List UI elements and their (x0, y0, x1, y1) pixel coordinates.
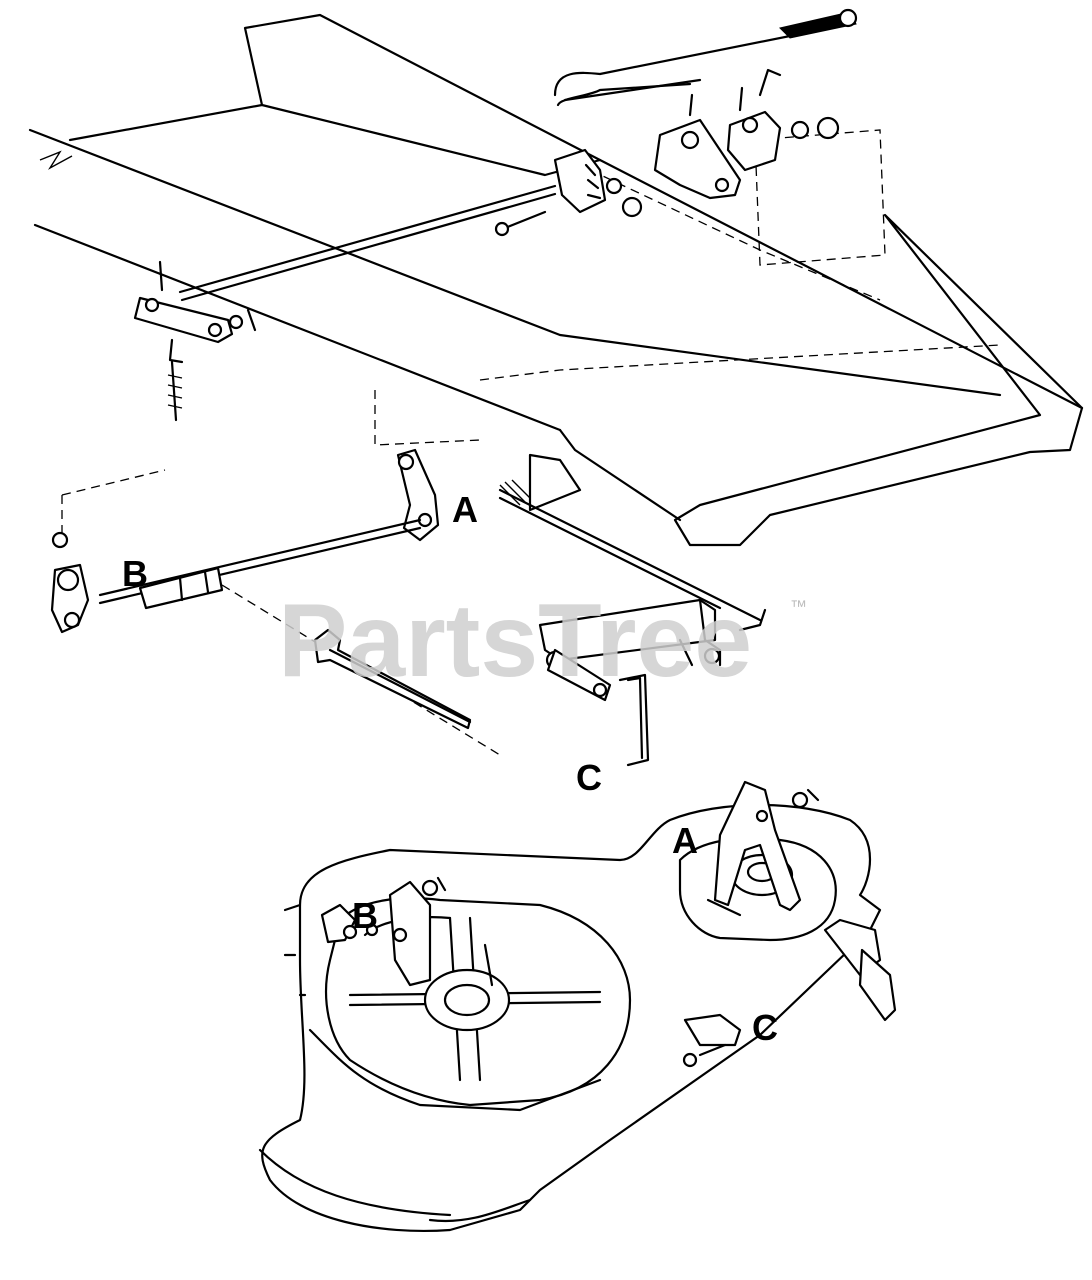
label-b-top: B (122, 553, 148, 594)
label-a-bottom: A (672, 820, 698, 861)
tractor-frame (28, 13, 1084, 547)
watermark: PartsTree ™ (278, 583, 807, 699)
front-lift-arm-a (61, 448, 440, 605)
mower-deck (258, 780, 897, 1233)
lift-handle-assembly (494, 8, 858, 237)
hook-rod (313, 628, 472, 730)
callout-labels: A B C A B C (122, 489, 778, 1048)
label-b-bottom: B (352, 895, 378, 936)
lift-rod (133, 184, 557, 422)
label-a-top: A (452, 489, 478, 530)
draft-rod-c (498, 479, 767, 767)
turnbuckle-rod-b (50, 531, 501, 756)
watermark-trademark: ™ (790, 597, 807, 616)
watermark-text: PartsTree (278, 583, 752, 699)
label-c-bottom: C (752, 1007, 778, 1048)
label-c-top: C (576, 757, 602, 798)
